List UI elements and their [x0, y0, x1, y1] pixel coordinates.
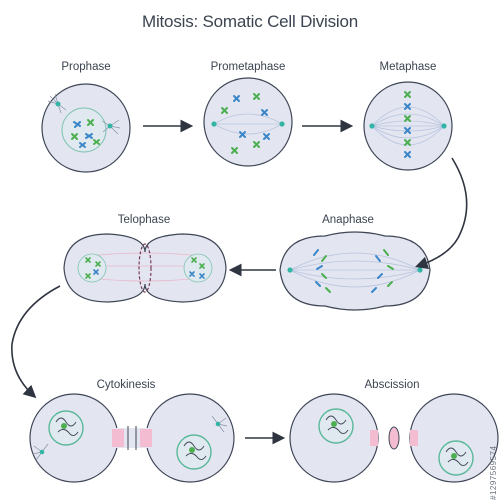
- prometaphase-cell: [203, 77, 293, 167]
- label-metaphase: Metaphase: [379, 61, 437, 73]
- metaphase-centrosome-left: [369, 123, 375, 129]
- telophase-nucleus-left: [77, 253, 107, 283]
- cytokinesis-midbody-right: [140, 429, 152, 447]
- abscission-midbody-right: [410, 430, 418, 446]
- cytokinesis-centrosome-right: [211, 415, 228, 433]
- prophase-centrosome-right: [101, 119, 121, 135]
- arrow-metaphase-to-anaphase: [414, 157, 468, 270]
- label-prophase: Prophase: [61, 61, 111, 73]
- label-anaphase: Anaphase: [322, 214, 374, 226]
- anaphase-centrosome-right: [417, 267, 423, 273]
- cytokinesis-nucleus-right: [176, 434, 212, 470]
- prometaphase-spindle: [213, 113, 283, 135]
- label-cytokinesis: Cytokinesis: [96, 379, 156, 391]
- metaphase-chromosomes: [404, 91, 411, 158]
- prometaphase-chromosomes: [221, 93, 270, 154]
- prometaphase-centrosome-left: [211, 121, 217, 127]
- anaphase-centrosome-left: [287, 267, 293, 273]
- anaphase-chromosomes-right: [371, 249, 394, 293]
- anaphase-chromosomes-left: [313, 249, 331, 293]
- cytokinesis-centrosome-left: [32, 443, 49, 461]
- metaphase-centrosome-right: [441, 123, 447, 129]
- label-telophase: Telophase: [117, 214, 171, 226]
- prophase-centrosome-left: [47, 93, 67, 114]
- telophase-cell: [63, 233, 227, 303]
- anaphase-cell: [279, 231, 431, 311]
- prophase-cell: [41, 83, 131, 173]
- prometaphase-centrosome-right: [279, 121, 285, 127]
- abscission-cell: [289, 393, 499, 483]
- page-title: Mitosis: Somatic Cell Division: [142, 12, 358, 31]
- metaphase-cell: [363, 81, 453, 171]
- arrow-telophase-to-cytokinesis: [11, 285, 61, 399]
- label-abscission: Abscission: [364, 379, 420, 391]
- abscission-midbody-left: [370, 430, 378, 446]
- cytokinesis-midbody-left: [112, 429, 124, 447]
- anaphase-spindle: [289, 252, 421, 288]
- cytokinesis-nucleus-left: [48, 410, 84, 446]
- cytokinesis-cell: [29, 393, 235, 483]
- watermark-id: #1297569574: [489, 445, 498, 500]
- label-prometaphase: Prometaphase: [210, 61, 286, 73]
- telophase-contractile-ring: [138, 243, 152, 293]
- abscission-nucleus-right: [438, 440, 474, 476]
- abscission-midbody-remnant: [388, 426, 400, 450]
- prophase-chromosomes: [71, 119, 100, 148]
- telophase-nucleus-right: [183, 253, 213, 283]
- abscission-nucleus-left: [318, 408, 354, 444]
